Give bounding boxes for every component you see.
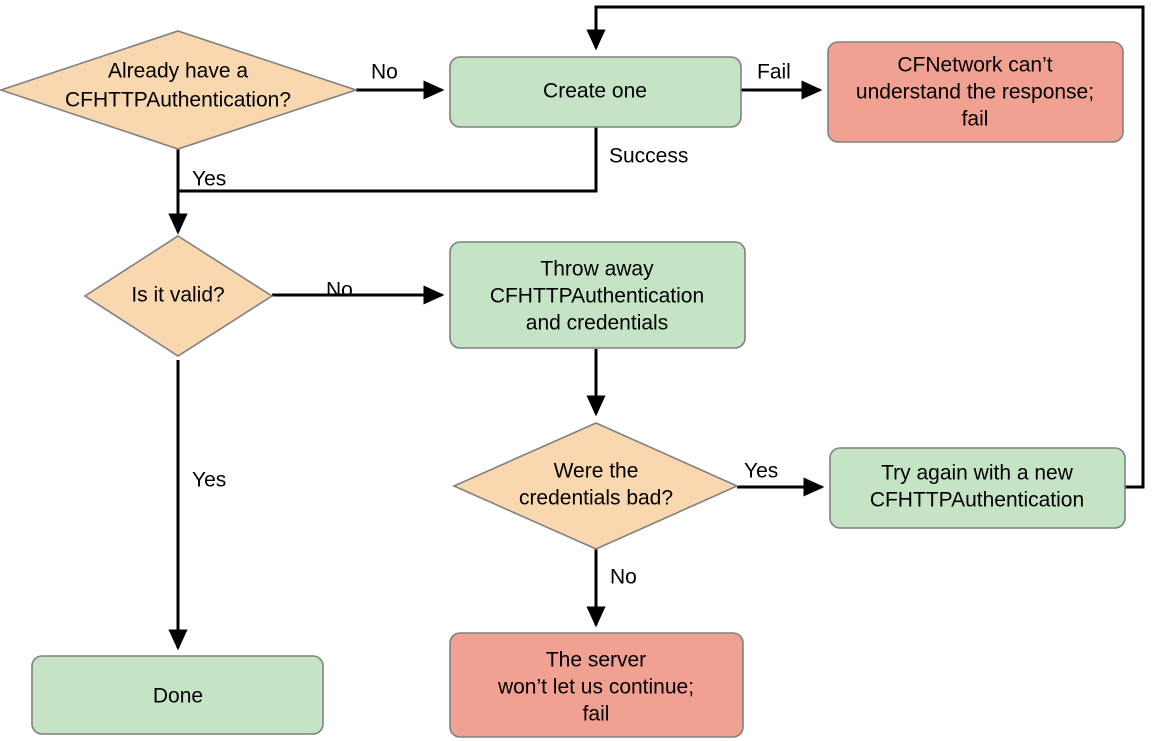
node-label-line: Try again with a new xyxy=(881,462,1074,485)
node-label-line: understand the response; xyxy=(856,81,1094,104)
node-label-line: CFNetwork can’t xyxy=(897,54,1052,77)
node-label-line: fail xyxy=(583,703,610,726)
edge-label-is-it-valid-yes: Yes xyxy=(192,469,226,492)
node-label-line: credentials bad? xyxy=(519,487,673,510)
node-label-line: Done xyxy=(153,685,203,708)
node-label-line: fail xyxy=(962,108,989,131)
process-shape xyxy=(829,447,1126,529)
process-shape xyxy=(449,241,746,349)
node-throw-away-cfhttpauthentication[interactable]: Throw away CFHTTPAuthentication and cred… xyxy=(449,241,746,349)
decision-shape xyxy=(83,235,274,357)
node-were-credentials-bad[interactable]: Were the credentials bad? xyxy=(452,422,739,550)
edge-label-credentials-bad-yes: Yes xyxy=(744,460,778,483)
node-label-line: and credentials xyxy=(526,312,668,335)
edge-label-already-have-yes: Yes xyxy=(192,168,226,191)
failure-shape xyxy=(827,41,1124,143)
node-label-line: The server xyxy=(546,649,646,672)
edge-label-is-it-valid-no: No xyxy=(326,279,353,302)
node-label-line: Throw away xyxy=(540,258,654,281)
node-create-one[interactable]: Create one xyxy=(449,56,742,128)
node-label-line: Is it valid? xyxy=(131,284,224,307)
node-label-line: CFHTTPAuthentication xyxy=(870,489,1084,512)
edge-try-again-to-create-one xyxy=(586,5,1145,489)
node-try-again-with-new-cfhttpauthentication[interactable]: Try again with a new CFHTTPAuthenticatio… xyxy=(829,447,1126,529)
edge-create-one-success xyxy=(168,125,598,235)
node-label-line: Were the xyxy=(554,460,639,483)
edge-label-already-have-no: No xyxy=(371,61,398,84)
decision-shape xyxy=(452,422,739,550)
edge-label-credentials-bad-no: No xyxy=(610,566,637,589)
process-shape xyxy=(31,655,324,735)
process-shape xyxy=(449,56,742,128)
decision-shape xyxy=(0,30,359,150)
node-label-line: CFHTTPAuthentication xyxy=(490,285,704,308)
failure-shape xyxy=(449,632,744,738)
edge-label-create-one-fail: Fail xyxy=(757,61,791,84)
node-done[interactable]: Done xyxy=(31,655,324,735)
edge-label-create-one-success: Success xyxy=(609,145,688,168)
node-label-line: Create one xyxy=(543,80,647,103)
node-label-line: won’t let us continue; xyxy=(497,676,694,699)
node-cfnetwork-cannot-understand-response[interactable]: CFNetwork can’t understand the response;… xyxy=(827,41,1124,143)
node-label-line: CFHTTPAuthentication? xyxy=(65,89,291,112)
node-is-it-valid[interactable]: Is it valid? xyxy=(83,235,274,357)
node-label-line: Already have a xyxy=(108,60,248,83)
node-already-have-cfhttpauthentication[interactable]: Already have a CFHTTPAuthentication? xyxy=(0,30,359,150)
node-server-wont-let-us-continue[interactable]: The server won’t let us continue; fail xyxy=(449,632,744,738)
